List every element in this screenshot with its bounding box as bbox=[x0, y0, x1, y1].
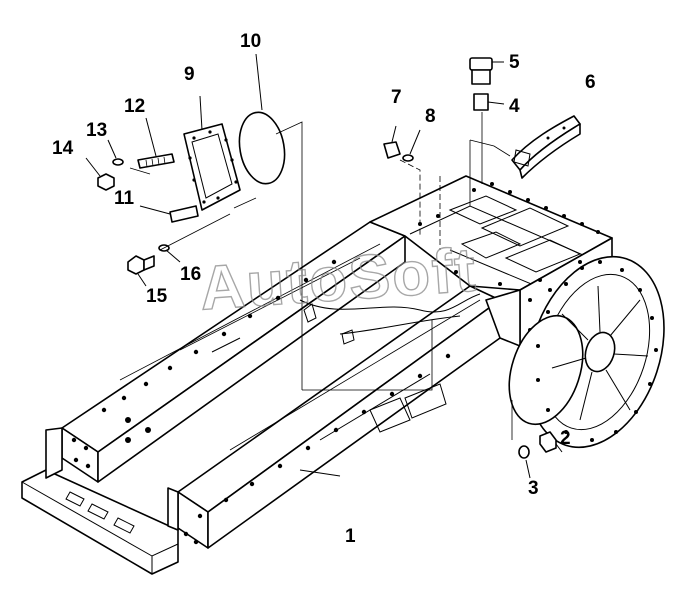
callout-5: 5 bbox=[509, 52, 520, 73]
part-8-washer bbox=[402, 129, 421, 162]
callout-14: 14 bbox=[52, 138, 74, 159]
part-4-adapter bbox=[473, 93, 505, 111]
part-15-bolt bbox=[127, 255, 155, 287]
part-16-washer bbox=[158, 244, 181, 263]
callout-13: 13 bbox=[86, 120, 107, 141]
part-13-washer bbox=[107, 139, 124, 166]
callout-7: 7 bbox=[391, 87, 402, 108]
part-2-plug bbox=[539, 431, 563, 453]
part-14-nut bbox=[85, 157, 115, 191]
callout-4: 4 bbox=[509, 96, 520, 117]
callout-10: 10 bbox=[240, 31, 261, 52]
final-drive-flange bbox=[508, 255, 665, 449]
assembly-guide-lines bbox=[129, 112, 513, 440]
callout-12: 12 bbox=[124, 96, 145, 117]
part-9-plate bbox=[183, 95, 241, 211]
part-3-oring bbox=[518, 445, 531, 479]
callout-15: 15 bbox=[146, 286, 168, 307]
callout-11: 11 bbox=[114, 188, 135, 209]
part-11-pin bbox=[139, 205, 199, 223]
callout-16: 16 bbox=[180, 264, 201, 285]
callout-9: 9 bbox=[184, 64, 195, 85]
callout-labels: 1 2 3 4 5 6 7 8 9 10 11 12 13 14 15 16 bbox=[52, 31, 596, 547]
callout-8: 8 bbox=[425, 106, 436, 127]
part-6-cover bbox=[511, 115, 581, 179]
part-5-sensor bbox=[469, 57, 504, 85]
part-10-gasket bbox=[238, 53, 286, 185]
part-7-fitting bbox=[383, 125, 401, 159]
callout-3: 3 bbox=[528, 478, 539, 499]
callout-1: 1 bbox=[345, 526, 356, 547]
part-12-bolt bbox=[137, 117, 175, 169]
callout-2: 2 bbox=[560, 428, 571, 449]
callout-6: 6 bbox=[585, 72, 596, 93]
